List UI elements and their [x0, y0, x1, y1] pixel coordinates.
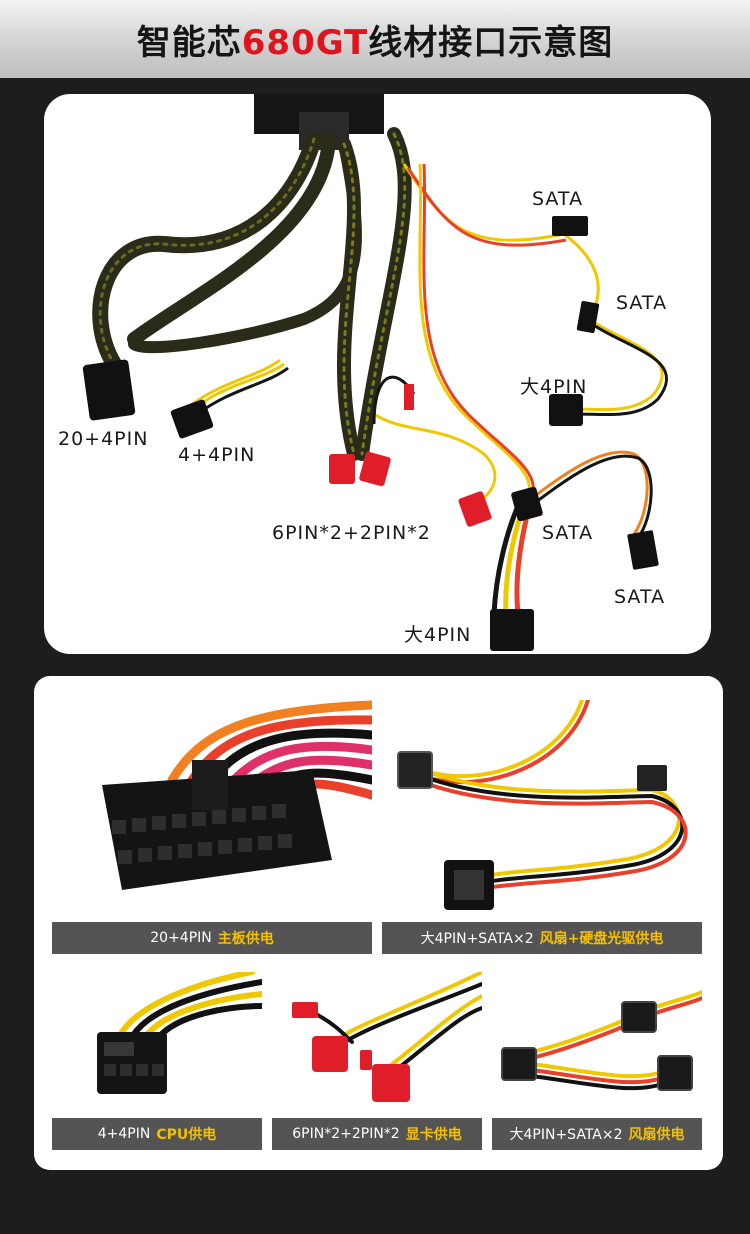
caption-big4pin-sata-label: 大4PIN+SATA×2	[420, 931, 534, 947]
caption-20-4pin-highlight: 主板供电	[217, 931, 274, 947]
title-model: 680GT	[241, 22, 369, 63]
label-sata-4: SATA	[614, 586, 666, 608]
caption-big4pin-sata: 大4PIN+SATA×2 风扇+硬盘光驱供电	[382, 922, 702, 954]
card-20-4pin: 20+4PIN 主板供电	[52, 700, 372, 954]
photo-big4pin-sata-fan	[492, 972, 702, 1118]
card-6pin-2pin: 6PIN*2+2PIN*2 显卡供电	[272, 972, 482, 1150]
caption-big4pin-sata-highlight: 风扇+硬盘光驱供电	[539, 931, 664, 947]
caption-6pin-2pin-label: 6PIN*2+2PIN*2	[292, 1126, 400, 1142]
caption-20-4pin: 20+4PIN 主板供电	[52, 922, 372, 954]
gpu-connector-icon	[292, 972, 482, 1102]
caption-4-4pin-label: 4+4PIN	[97, 1126, 151, 1142]
atx-connector-icon	[102, 700, 372, 890]
caption-big4pin-sata-fan-highlight: 风扇供电	[628, 1127, 685, 1143]
card-4-4pin: 4+4PIN CPU供电	[52, 972, 262, 1150]
photo-big4pin-sata	[382, 700, 702, 922]
caption-4-4pin: 4+4PIN CPU供电	[52, 1118, 262, 1150]
cable-diagram-illustration	[82, 94, 668, 651]
caption-6pin-2pin-highlight: 显卡供电	[405, 1127, 462, 1143]
cable-diagram-panel: SATA SATA 大4PIN 20+4PIN 4+4PIN 6PIN*2+2P…	[44, 94, 711, 654]
label-sata-3: SATA	[542, 522, 594, 544]
title-prefix: 智能芯	[136, 22, 242, 63]
caption-20-4pin-label: 20+4PIN	[150, 930, 212, 946]
card-big4pin-sata: 大4PIN+SATA×2 风扇+硬盘光驱供电	[382, 700, 702, 954]
caption-big4pin-sata-fan-label: 大4PIN+SATA×2	[509, 1127, 623, 1143]
caption-6pin-2pin: 6PIN*2+2PIN*2 显卡供电	[272, 1118, 482, 1150]
cpu-connector-icon	[97, 972, 262, 1094]
photo-20-4pin	[52, 700, 372, 922]
title-suffix: 线材接口示意图	[368, 22, 614, 63]
label-sata-1: SATA	[532, 188, 584, 210]
photo-6pin-2pin	[272, 972, 482, 1118]
label-sata-2: SATA	[616, 292, 668, 314]
label-4-4pin: 4+4PIN	[178, 444, 256, 466]
sleeved-cables	[92, 127, 412, 461]
sata-connector-icon	[397, 700, 688, 910]
label-20-4pin: 20+4PIN	[58, 428, 149, 450]
photo-4-4pin	[52, 972, 262, 1118]
sata-plug-right	[637, 765, 667, 791]
title-bar: 智能芯680GT线材接口示意图	[0, 0, 750, 78]
label-6pin-2pin: 6PIN*2+2PIN*2	[272, 522, 431, 544]
label-big4pin-1: 大4PIN	[520, 376, 588, 398]
sata-plug-left	[397, 751, 433, 789]
caption-big4pin-sata-fan: 大4PIN+SATA×2 风扇供电	[492, 1118, 702, 1150]
page-title: 智能芯680GT线材接口示意图	[137, 15, 613, 64]
connectors	[82, 216, 659, 651]
caption-4-4pin-highlight: CPU供电	[156, 1127, 217, 1143]
label-big4pin-2: 大4PIN	[404, 624, 472, 646]
fan-connector-icon	[501, 990, 702, 1091]
card-big4pin-sata-fan: 大4PIN+SATA×2 风扇供电	[492, 972, 702, 1150]
